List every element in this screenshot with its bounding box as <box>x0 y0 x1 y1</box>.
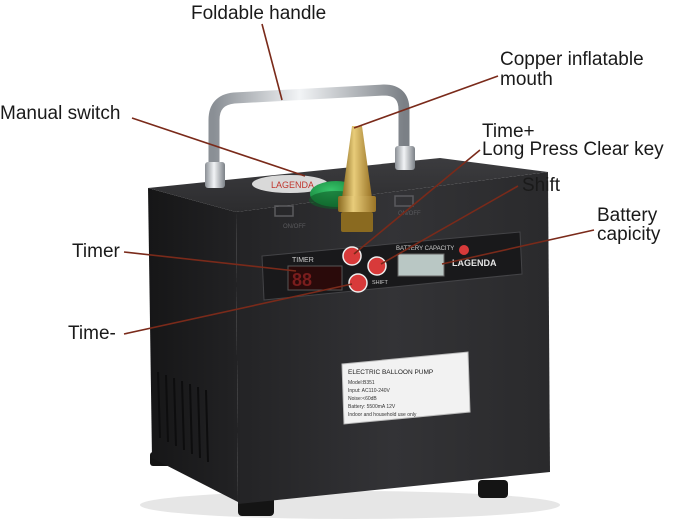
side-vent <box>157 371 209 463</box>
top-sticker-brand: LAGENDA <box>271 180 314 190</box>
callout-manual-switch: Manual switch <box>0 103 121 124</box>
callout-time-plus-line1: Time+ <box>482 121 535 142</box>
callout-copper-mouth-line2: mouth <box>500 69 553 90</box>
top-on-off-left: ON/OFF <box>283 224 306 230</box>
callout-timer: Timer <box>72 241 120 262</box>
spec-label <box>341 351 471 425</box>
copper-nozzle <box>342 126 372 198</box>
foldable-handle <box>208 84 410 184</box>
spec-line-5: Indoor and household use only <box>348 412 417 418</box>
copper-nozzle-base <box>338 196 376 212</box>
shift-key[interactable] <box>367 256 387 276</box>
spec-line-4: Battery: 5500mA 12V <box>348 404 396 410</box>
callout-time-plus-line2: Long Press Clear key <box>482 139 664 160</box>
spec-line-1: Model:B351 <box>348 380 375 386</box>
spec-line-3: Noise:<60dB <box>348 396 377 402</box>
pump-side <box>148 188 238 502</box>
top-sticker <box>252 175 328 193</box>
spec-label-title: ELECTRIC BALLOON PUMP <box>348 369 433 376</box>
copper-nozzle-collar <box>341 212 373 232</box>
shift-key-label: SHIFT <box>372 280 389 286</box>
callout-time-minus: Time- <box>68 323 116 344</box>
callout-shift: Shift <box>522 175 561 196</box>
timer-display <box>287 265 343 291</box>
battery-display <box>397 253 445 277</box>
top-icons <box>274 195 414 217</box>
panel-timer-label: TIMER <box>292 257 314 264</box>
callout-copper-mouth-line1: Copper inflatable <box>500 49 644 70</box>
panel-battery-label: BATTERY CAPACITY <box>396 246 454 252</box>
callout-lines <box>123 23 595 335</box>
handle-mount-left <box>205 162 225 188</box>
panel-brand: LAGENDA <box>452 258 497 268</box>
foot-right <box>478 480 508 498</box>
spec-line-2: Input: AC110-240V <box>348 388 391 394</box>
callout-battery-line1: Battery <box>597 205 658 226</box>
brand-logo-icon <box>459 245 469 255</box>
handle-mount-right <box>395 146 415 170</box>
callout-battery-line2: capicity <box>597 224 661 245</box>
callout-foldable-handle: Foldable handle <box>191 3 327 24</box>
top-on-off-right: ON/OFF <box>398 211 421 217</box>
timer-display-digits: 88 <box>292 270 312 290</box>
time-minus-key[interactable] <box>348 273 368 293</box>
